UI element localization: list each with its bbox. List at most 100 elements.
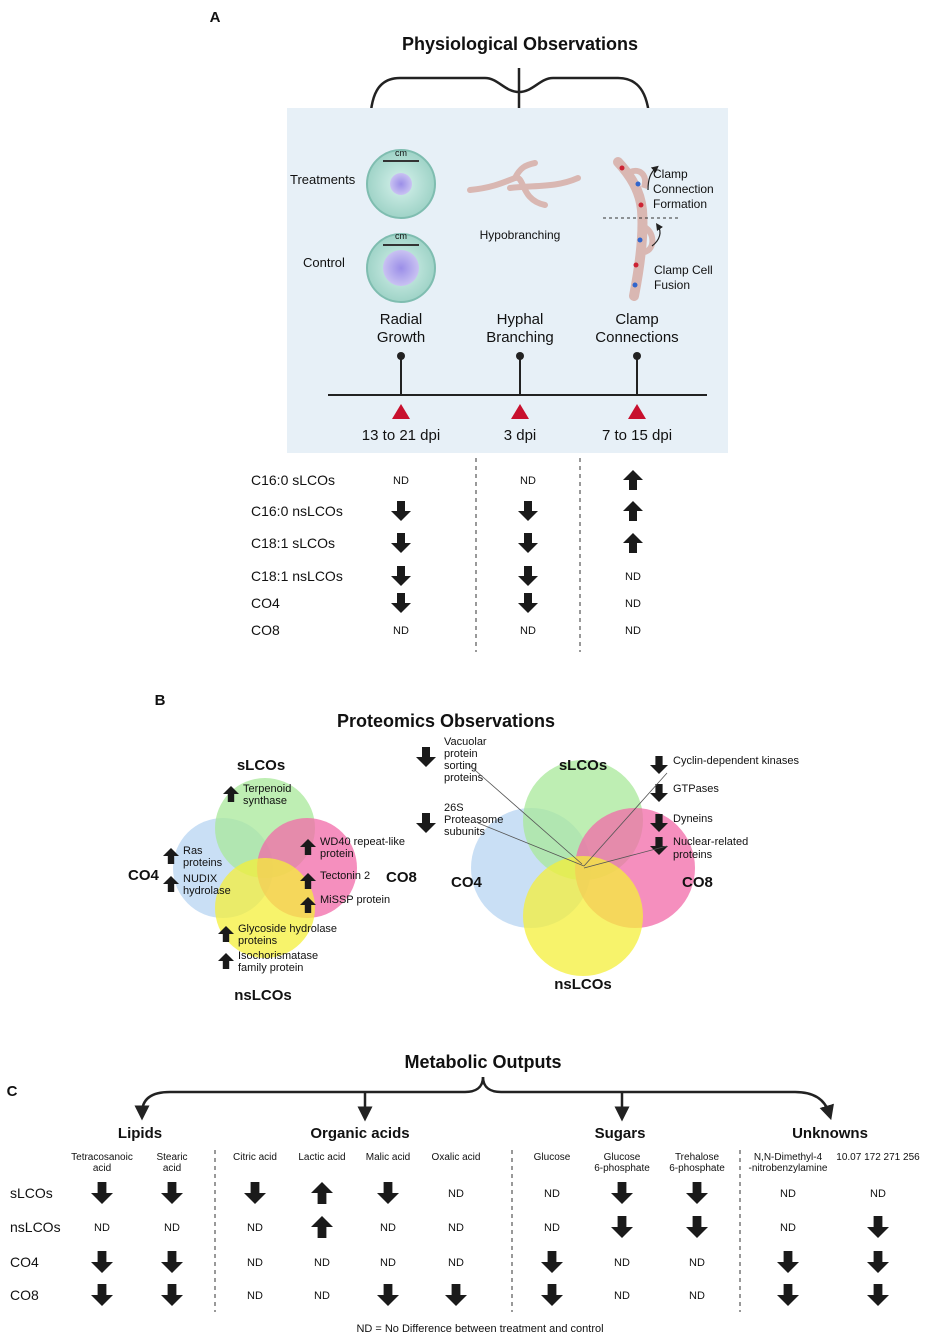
hyphae-illustration <box>467 160 581 208</box>
group-heading: Organic acids <box>310 1125 409 1142</box>
down-arrow-icon <box>650 756 668 774</box>
down-arrow-icon <box>611 1182 633 1204</box>
column-heading: Hyphal <box>497 311 544 328</box>
down-arrow-icon <box>777 1284 799 1306</box>
nd-label: ND <box>393 475 409 487</box>
nd-label: ND <box>520 475 536 487</box>
down-arrow-icon <box>377 1284 399 1306</box>
clamp-formation-text: Clamp <box>653 167 688 181</box>
group-heading: Lipids <box>118 1125 162 1142</box>
protein-name: family protein <box>238 962 303 974</box>
group-heading: Unknowns <box>792 1125 868 1142</box>
clamp-formation-text: Formation <box>653 197 707 211</box>
nd-label: ND <box>448 1188 464 1200</box>
venn-label-top: sLCOs <box>559 757 607 774</box>
protein-item: GTPases <box>650 783 719 802</box>
nd-label: ND <box>625 598 641 610</box>
venn-label-bottom: nsLCOs <box>234 987 292 1004</box>
column-header: Glucose <box>604 1152 641 1163</box>
down-arrow-icon <box>686 1182 708 1204</box>
panel-c-title: Metabolic Outputs <box>405 1052 562 1072</box>
up-arrow-icon <box>623 470 643 490</box>
control-dish: cm <box>366 231 436 303</box>
down-arrow-icon <box>391 566 411 586</box>
column-header: Citric acid <box>233 1152 277 1163</box>
up-arrow-icon <box>311 1216 333 1238</box>
row-label: CO4 <box>251 595 280 611</box>
column-header: Lactic acid <box>298 1152 345 1163</box>
clamp-fusion-text: Clamp Cell <box>654 263 713 277</box>
protein-name: proteins <box>673 849 713 861</box>
down-arrow-icon <box>391 593 411 613</box>
down-arrow-icon <box>541 1251 563 1273</box>
down-arrow-icon <box>416 747 436 767</box>
nd-label: ND <box>247 1290 263 1302</box>
row-label: C16:0 sLCOs <box>251 472 335 488</box>
column-header: Glucose <box>534 1152 571 1163</box>
result-row: C16:0 nsLCOs <box>251 501 643 521</box>
protein-name: proteins <box>238 935 278 947</box>
column-header: Tetracosanoic <box>71 1152 133 1163</box>
nd-label: ND <box>625 625 641 637</box>
nd-label: ND <box>780 1222 796 1234</box>
protein-name: GTPases <box>673 783 719 795</box>
protein-name: Ras <box>183 845 203 857</box>
pin-head <box>633 352 641 360</box>
row-label: C18:1 nsLCOs <box>251 568 343 584</box>
protein-item: Tectonin 2 <box>300 870 370 889</box>
row-label: CO8 <box>10 1287 39 1303</box>
result-row: CO4 ND <box>251 593 641 613</box>
nd-label: ND <box>780 1188 796 1200</box>
up-arrow-icon <box>218 953 234 969</box>
protein-name: Cyclin-dependent kinases <box>673 755 799 767</box>
treatments-label: Treatments <box>290 172 356 187</box>
column-headings: RadialGrowthHyphalBranchingClampConnecti… <box>377 311 679 346</box>
protein-name: WD40 repeat-like <box>320 836 405 848</box>
protein-name: Tectonin 2 <box>320 870 370 882</box>
clamp-formation-text: Connection <box>653 182 714 196</box>
nd-label: ND <box>314 1290 330 1302</box>
nd-label: ND <box>393 625 409 637</box>
protein-name: proteins <box>183 857 223 869</box>
down-arrow-icon <box>867 1251 889 1273</box>
middle-protein-list: Vacuolarproteinsortingproteins26SProteas… <box>416 736 503 838</box>
protein-name: sorting <box>444 760 477 772</box>
down-arrow-icon <box>416 813 436 833</box>
column-header: Oxalic acid <box>432 1152 481 1163</box>
pin-head <box>397 352 405 360</box>
down-arrow-icon <box>686 1216 708 1238</box>
down-arrow-icon <box>518 566 538 586</box>
protein-name: Dyneins <box>673 813 713 825</box>
panel-a-title: Physiological Observations <box>402 34 638 54</box>
down-arrow-icon <box>445 1284 467 1306</box>
down-arrow-icon <box>541 1284 563 1306</box>
left-protein-list: TerpenoidsynthaseRasproteinsNUDIXhydrola… <box>163 783 405 974</box>
nd-label: ND <box>870 1188 886 1200</box>
column-header: 6-phosphate <box>669 1163 725 1174</box>
down-arrow-icon <box>518 593 538 613</box>
venn-label-right: CO8 <box>386 869 417 886</box>
protein-name: Glycoside hydrolase <box>238 923 337 935</box>
down-arrow-icon <box>518 501 538 521</box>
column-heading: Clamp <box>615 311 658 328</box>
down-arrow-icon <box>161 1182 183 1204</box>
cm-label: cm <box>395 148 407 158</box>
triangle-marker-icon <box>511 404 529 419</box>
panel-c-letter: C <box>7 1083 18 1100</box>
triangle-marker-icon <box>628 404 646 419</box>
row-label: CO8 <box>251 622 280 638</box>
hypobranching-label: Hypobranching <box>480 228 561 242</box>
panel-b-letter: B <box>155 692 166 709</box>
protein-item: Cyclin-dependent kinases <box>650 755 799 774</box>
group-bracket <box>134 1076 834 1122</box>
row-label: CO4 <box>10 1254 39 1270</box>
